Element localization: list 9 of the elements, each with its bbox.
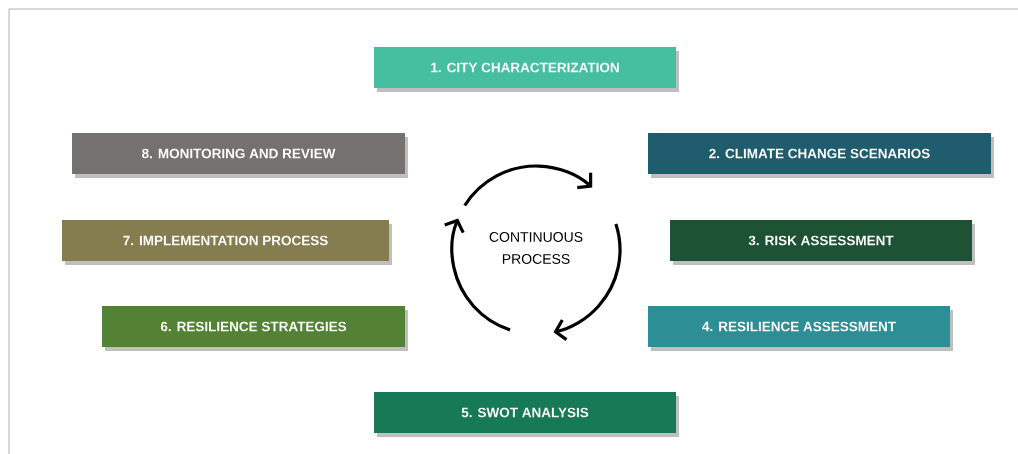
step-box: 1. CITY CHARACTERIZATION — [374, 47, 679, 92]
step-box: 7. IMPLEMENTATION PROCESS — [62, 220, 392, 265]
step-box: 3. RISK ASSESSMENT — [670, 220, 975, 265]
step-box: 4. RESILIENCE ASSESSMENT — [648, 306, 953, 351]
center-label: CONTINUOUS PROCESS — [489, 232, 583, 264]
step-box: 8. MONITORING AND REVIEW — [72, 133, 408, 178]
step-box: 5. SWOT ANALYSIS — [374, 392, 679, 437]
step-box: 2. CLIMATE CHANGE SCENARIOS — [648, 133, 994, 178]
step-box: 6. RESILIENCE STRATEGIES — [102, 306, 408, 351]
